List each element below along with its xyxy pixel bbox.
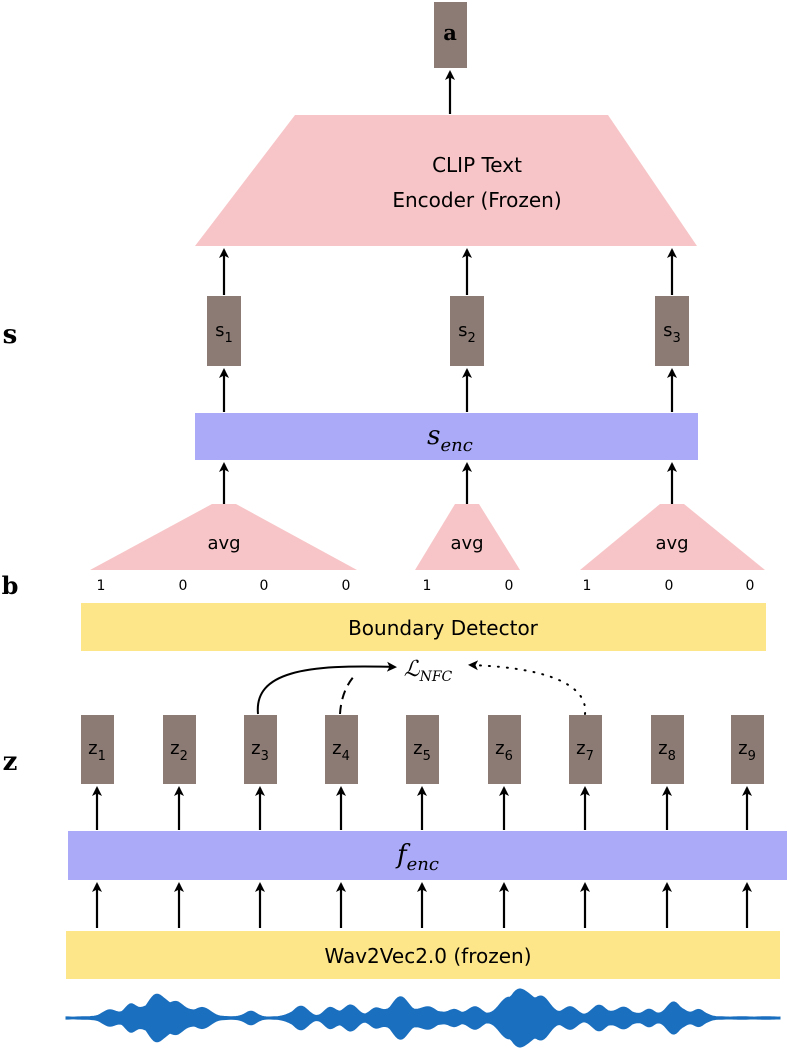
avg-label-1: avg — [207, 533, 240, 554]
boundary-value: 1 — [423, 578, 432, 594]
frame-box-z6 — [488, 715, 521, 784]
frame-box-z5 — [406, 715, 439, 784]
frame-label-z5: z5 — [413, 738, 431, 764]
nfc-loss-label: ℒNFC — [404, 657, 453, 685]
output-box — [434, 2, 467, 68]
frame-encoder-bar — [68, 831, 787, 880]
frame-label-z6: z6 — [495, 738, 513, 764]
frame-label-z7: z7 — [576, 738, 594, 764]
wav2vec-bar — [66, 931, 780, 979]
boundary-value: 1 — [583, 578, 592, 594]
avg-pool-segment-1 — [90, 504, 357, 570]
segment-encoder-bar — [195, 413, 698, 460]
boundary-value: 0 — [505, 578, 514, 594]
segment-encoder-label: senc — [427, 421, 473, 456]
frame-label-z1: z1 — [88, 738, 106, 764]
avg-pool-segment-2 — [415, 504, 520, 570]
clip-text-encoder — [195, 115, 697, 246]
segment-box-s3 — [655, 296, 689, 366]
frame-box-z4 — [325, 715, 358, 784]
frame-label-z3: z3 — [251, 738, 269, 764]
boundary-value: 1 — [97, 578, 106, 594]
segment-box-s2 — [450, 296, 484, 366]
frame-box-z8 — [651, 715, 684, 784]
frame-label-z9: z9 — [738, 738, 756, 764]
segment-box-s1 — [207, 296, 241, 366]
frame-label-z4: z4 — [332, 738, 350, 764]
row-label-b: b — [2, 571, 19, 600]
frame-label-z2: z2 — [170, 738, 188, 764]
loss-arrow-z4 — [339, 674, 356, 715]
boundary-detector-bar — [81, 603, 766, 651]
output-label: a — [443, 20, 457, 45]
boundary-value: 0 — [260, 578, 269, 594]
avg-label-2: avg — [450, 533, 483, 554]
boundary-value: 0 — [665, 578, 674, 594]
segment-label-s3: s3 — [663, 320, 681, 346]
segment-label-s2: s2 — [458, 320, 476, 346]
row-label-z: z — [3, 747, 18, 777]
frame-box-z1 — [81, 715, 114, 784]
frame-box-z9 — [731, 715, 764, 784]
avg-pool-segment-3 — [580, 504, 765, 570]
boundary-value: 0 — [342, 578, 351, 594]
frame-box-z3 — [244, 715, 277, 784]
avg-label-3: avg — [655, 533, 688, 554]
clip-line-2: Encoder (Frozen) — [392, 188, 561, 212]
wav2vec-label: Wav2Vec2.0 (frozen) — [324, 944, 531, 968]
audio-waveform — [65, 988, 781, 1048]
frame-box-z7 — [569, 715, 602, 784]
boundary-detector-label: Boundary Detector — [348, 616, 539, 640]
clip-line-1: CLIP Text — [432, 153, 522, 177]
frame-box-z2 — [163, 715, 196, 784]
boundary-value: 0 — [746, 578, 755, 594]
loss-arrow-z3 — [256, 661, 397, 715]
frame-label-z8: z8 — [658, 738, 676, 764]
row-label-s: s — [3, 320, 18, 350]
segment-label-s1: s1 — [215, 320, 233, 346]
boundary-value: 0 — [179, 578, 188, 594]
loss-arrow-z7 — [468, 660, 587, 715]
